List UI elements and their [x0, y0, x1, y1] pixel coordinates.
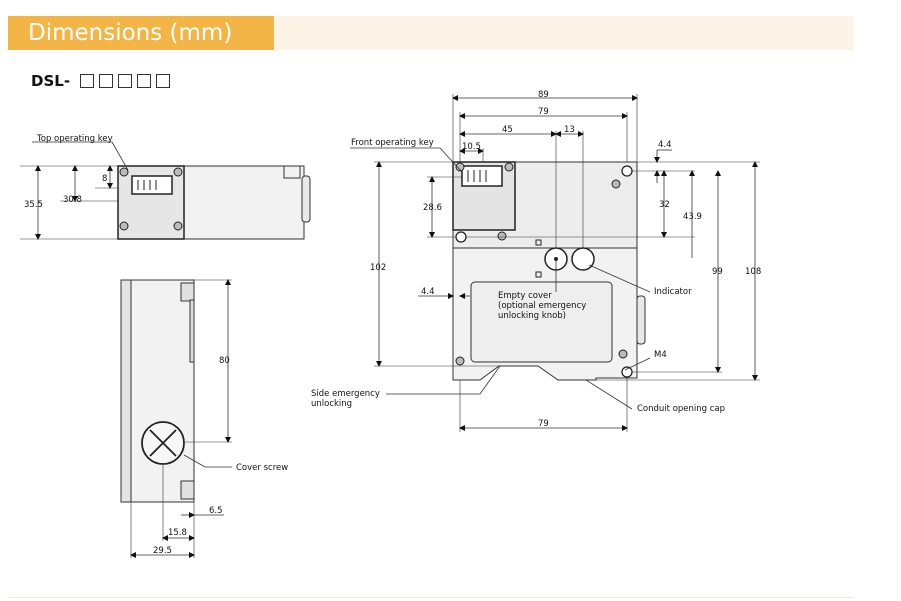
dim-13: 13	[564, 125, 575, 135]
dim-29-5: 29.5	[153, 546, 172, 556]
dim-80: 80	[219, 356, 230, 366]
model-code-box-3	[118, 74, 133, 88]
top-operating-key-label: Top operating key	[36, 134, 113, 144]
empty-cover-label-line-2: (optional emergency	[498, 301, 586, 311]
screw-icon	[119, 221, 129, 231]
dim-10-5: 10.5	[462, 142, 481, 152]
front-operating-key-slot	[461, 165, 503, 187]
model-code-box-2	[99, 74, 114, 88]
dim-32: 32	[659, 200, 670, 210]
dim-35-5: 35.5	[24, 200, 43, 210]
unlock-icon	[535, 271, 542, 278]
empty-cover-panel	[470, 281, 613, 363]
m4-label: M4	[654, 350, 667, 360]
screw-icon	[173, 167, 183, 177]
side-view-body	[120, 279, 195, 503]
screw-icon	[618, 349, 628, 359]
lock-icon	[535, 239, 542, 246]
screw-icon	[455, 356, 465, 366]
model-prefix: DSL-	[31, 72, 71, 90]
dim-28-6: 28.6	[423, 203, 442, 213]
dim-108: 108	[745, 267, 761, 277]
mounting-hole-icon	[455, 231, 467, 243]
footer-divider	[8, 597, 854, 598]
cover-screw-label: Cover screw	[236, 463, 288, 473]
dim-15-8: 15.8	[168, 528, 187, 538]
mounting-hole-icon	[621, 366, 633, 378]
screw-icon	[119, 167, 129, 177]
model-code-box-4	[137, 74, 152, 88]
dim-89: 89	[538, 90, 549, 100]
screw-icon	[455, 162, 465, 172]
side-emergency-label-line-2: unlocking	[311, 399, 352, 409]
empty-cover-label-line-3: unlocking knob)	[498, 311, 566, 321]
model-code-box-1	[80, 74, 95, 88]
screw-icon	[504, 162, 514, 172]
section-header: Dimensions (mm)	[8, 16, 854, 50]
top-view-connector	[301, 175, 311, 223]
indicator-label: Indicator	[654, 287, 692, 297]
screw-icon	[173, 221, 183, 231]
dim-79-top: 79	[538, 107, 549, 117]
mounting-hole-icon	[621, 165, 633, 177]
dim-8: 8	[102, 174, 107, 184]
top-operating-key-slot	[131, 175, 173, 195]
model-code: DSL-	[31, 71, 175, 91]
dim-99: 99	[712, 267, 723, 277]
dim-45: 45	[502, 125, 513, 135]
side-view: 80 Cover screw 6.5 15.8 29.5	[120, 279, 288, 558]
front-view: 89 79 45 13 10.5 Front operating key 4.4…	[311, 90, 761, 432]
dim-4-4-right: 4.4	[658, 140, 672, 150]
screw-icon	[497, 231, 507, 241]
dim-4-4-left: 4.4	[421, 287, 435, 297]
front-operating-key-label: Front operating key	[351, 138, 434, 148]
dim-6-5: 6.5	[209, 506, 223, 516]
top-view: Top operating key 8 30.8 35.5	[20, 134, 311, 240]
section-header-tab: Dimensions (mm)	[8, 16, 274, 50]
dim-30-8: 30.8	[63, 195, 82, 205]
conduit-cap-label: Conduit opening cap	[637, 404, 725, 414]
empty-cover-label-line-1: Empty cover	[498, 291, 552, 301]
dim-43-9: 43.9	[683, 212, 702, 222]
dim-102: 102	[370, 263, 386, 273]
indicator-icon	[571, 247, 595, 271]
screw-icon	[611, 179, 621, 189]
model-code-box-5	[156, 74, 171, 88]
side-emergency-label-line-1: Side emergency	[311, 389, 380, 399]
section-title: Dimensions (mm)	[28, 20, 233, 46]
dim-79-bottom: 79	[538, 419, 549, 429]
